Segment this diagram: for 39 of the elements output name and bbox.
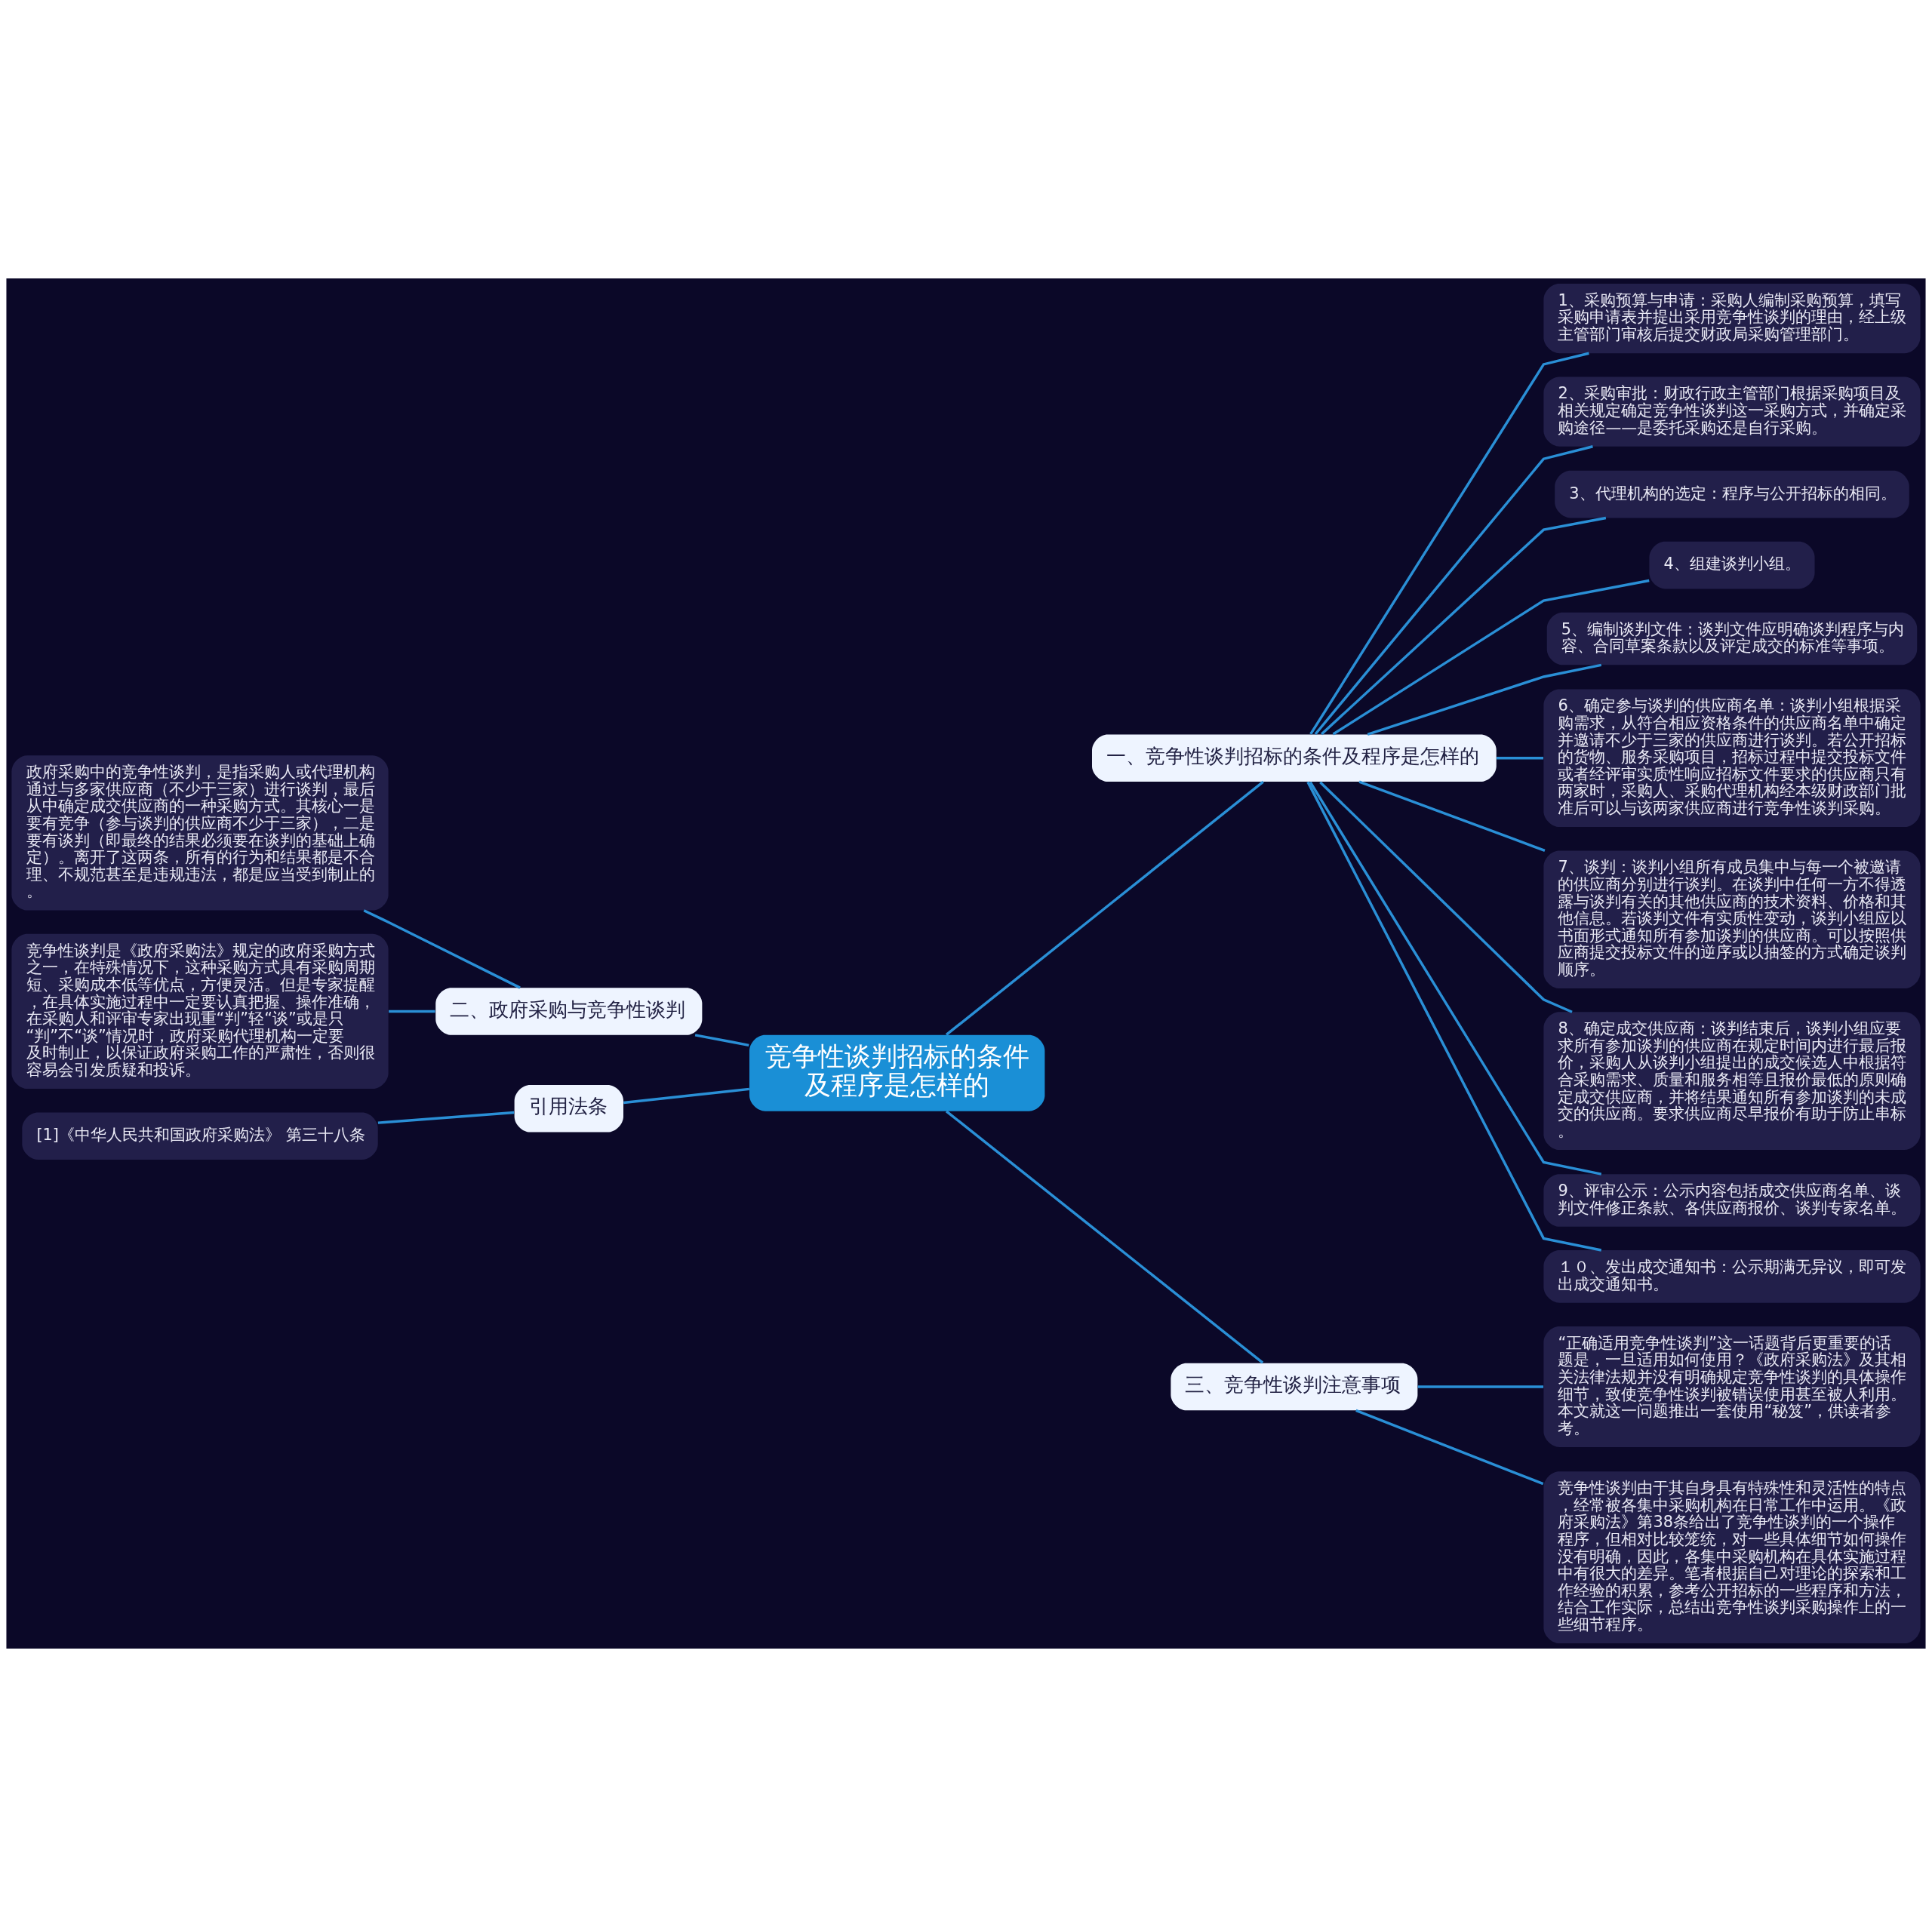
node-box: 竞争性谈判由于其自身具有特殊性和灵活性的特点，经常被各集中采购机构在日常工作中运用。《政府采购法》第38条给出了竞争性谈判的一个操作程序，但相对比较笼统，对一些具体细节如何操作没有明确，因此，各集中采购机构在具体实施过程中有很大的差异。笔者根据自己对理论的探索和工作经验的积累，参考公开招标的一些程序和方法，结合工作实际，总结出竞争性谈判采购操作上的一些细节程序。	[1543, 1471, 1921, 1644]
node-box: 4、组建谈判小组。	[1649, 541, 1815, 589]
connector	[1332, 579, 1650, 736]
node-box: 1、采购预算与申请：采购人编制采购预算，填写采购申请表并提出采用竞争性谈判的理由，经上级主管部门审核后提交财政局采购管理部门。	[1543, 283, 1921, 354]
node-box: 二、政府采购与竞争性谈判	[435, 988, 703, 1035]
connector	[1314, 445, 1593, 736]
node-box: 5、编制谈判文件：谈判文件应明确谈判程序与内容、合同草案条款以及评定成交的标准等事项。	[1546, 612, 1918, 665]
connector	[694, 1034, 749, 1047]
node-box: 3、代理机构的选定：程序与公开招标的相同。	[1555, 470, 1909, 518]
node-box: 8、确定成交供应商：谈判结束后，谈判小组应要求所有参加谈判的供应商在规定时间内进行最后报价，采购人从谈判小组提出的成交候选人中根据符合采购需求、质量和服务相等且报价最低的原则确定成交供应商，并将结果通知所有参加谈判的未成交的供应商。要求供应商尽早报价有助于防止串标。	[1543, 1012, 1921, 1150]
node-box: 三、竞争性谈判注意事项	[1171, 1363, 1418, 1411]
node-box: “正确适用竞争性谈判”这一话题背后更重要的话题是，一旦适用如何使用？《政府采购法》及其相关法律法规并没有明确规定竞争性谈判的具体操作细节，致使竞争性谈判被错误使用甚至被人利用。本文就这一问题推出一套使用“秘笈”，供读者参考。	[1543, 1326, 1921, 1447]
connector	[389, 1010, 435, 1013]
connector	[377, 1111, 515, 1124]
connector	[1306, 781, 1602, 1252]
node-box: 政府采购中的竞争性谈判，是指采购人或代理机构通过与多家供应商（不少于三家）进行谈判，最后从中确定成交供应商的一种采购方式。其核心一是要有竞争（参与谈判的供应商不少于三家），二是要有谈判（即最终的结果必须要在谈判的基础上确定）。离开了这两条，所有的行为和结果都是不合理、不规范甚至是违规违法，都是应当受到制止的。	[11, 755, 389, 911]
node-box: [1]《中华人民共和国政府采购法》 第三十八条	[22, 1112, 378, 1160]
node-box: 一、竞争性谈判招标的条件及程序是怎样的	[1092, 734, 1497, 782]
node-box: 竞争性谈判招标的条件及程序是怎样的	[749, 1034, 1045, 1111]
connector	[1358, 780, 1546, 852]
connector	[1319, 781, 1573, 1013]
connector	[1417, 1385, 1544, 1388]
connector	[1367, 663, 1602, 736]
connector	[945, 1110, 1264, 1364]
node-box: 9、评审公示：公示内容包括成交供应商名单、谈判文件修正条款、各供应商报价、谈判专家名单。	[1543, 1174, 1921, 1227]
connector	[1355, 1409, 1544, 1486]
connector	[1497, 757, 1543, 760]
node-box: 引用法条	[514, 1084, 623, 1133]
node-box: 竞争性谈判是《政府采购法》规定的政府采购方式之一，在特殊情况下，这种采购方式具有采购周期短、采购成本低等优点，方便灵活。但是专家提醒，在具体实施过程中一定要认真把握、操作准确，在采购人和评审专家出现重“判”轻“谈”或是只“判”不“谈”情况时，政府采购代理机构一定要及时制止，以保证政府采购工作的严肃性，否则很容易会引发质疑和投诉。	[11, 933, 389, 1090]
connector	[1309, 781, 1602, 1176]
connector	[363, 909, 521, 989]
node-box: 7、谈判：谈判小组所有成员集中与每一个被邀请的供应商分别进行谈判。在谈判中任何一方不得透露与谈判有关的其他供应商的技术资料、价格和其他信息。若谈判文件有实质性变动，谈判小组应以书面形式通知所有参加谈判的供应商。可以按照供应商提交投标文件的逆序或以抽签的方式确定谈判顺序。	[1543, 850, 1921, 989]
connector	[1309, 352, 1589, 735]
connector	[1321, 516, 1607, 736]
node-box: 2、采购审批：财政行政主管部门根据采购项目及相关规定确定竞争性谈判这一采购方式，并确定采购途径——是委托采购还是自行采购。	[1543, 376, 1921, 447]
connector	[945, 780, 1264, 1036]
connector	[623, 1087, 749, 1105]
node-box: １０、发出成交通知书：公示期满无异议，即可发出成交通知书。	[1543, 1250, 1921, 1303]
node-box: 6、确定参与谈判的供应商名单：谈判小组根据采购需求，从符合相应资格条件的供应商名单中确定并邀请不少于三家的供应商进行谈判。若公开招标的货物、服务采购项目，招标过程中提交投标文件或者经评审实质性响应招标文件要求的供应商只有两家时，采购人、采购代理机构经本级财政部门批准后可以与该两家供应商进行竞争性谈判采购。	[1543, 689, 1921, 828]
